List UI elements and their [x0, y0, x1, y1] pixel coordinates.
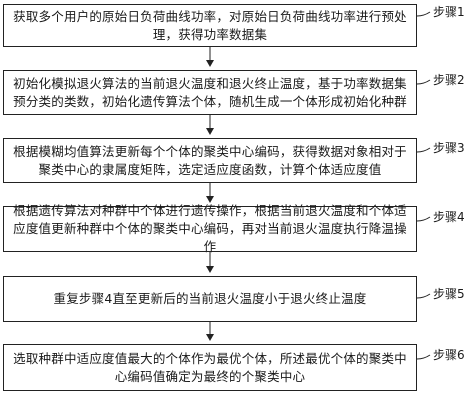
step-label-5: 步骤5	[433, 287, 465, 301]
step-label-3: 步骤3	[433, 141, 465, 155]
step-text-3: 根据模糊均值算法更新每个个体的聚类中心编码，获得数据对象相对于聚类中心的隶属度矩…	[13, 143, 407, 177]
step-label-6: 步骤6	[433, 348, 465, 362]
leader-2	[416, 79, 431, 85]
step-box-1: 获取多个用户的原始日负荷曲线功率，对原始日负荷曲线功率进行预处理，获得功率数据集	[3, 4, 417, 47]
leader-5	[416, 293, 431, 299]
step-text-4: 根据遗传算法对种群中个体进行遗传操作，根据当前退火温度和个体适应度值更新种群中个…	[13, 203, 407, 254]
step-box-3: 根据模糊均值算法更新每个个体的聚类中心编码，获得数据对象相对于聚类中心的隶属度矩…	[3, 138, 417, 183]
step-text-2: 初始化模拟退火算法的当前退火温度和退火终止温度，基于功率数据集预分类的类数，初始…	[13, 75, 407, 109]
step-text-5: 重复步骤4直至更新后的当前退火温度小于退火终止温度	[53, 291, 367, 306]
step-text-6: 选取种群中适应度值最大的个体作为最优个体，所述最优个体的聚类中心编码值确定为最终…	[13, 350, 407, 384]
step-text-1: 获取多个用户的原始日负荷曲线功率，对原始日负荷曲线功率进行预处理，获得功率数据集	[13, 8, 407, 42]
step-box-6: 选取种群中适应度值最大的个体作为最优个体，所述最优个体的聚类中心编码值确定为最终…	[3, 344, 417, 391]
step-box-2: 初始化模拟退火算法的当前退火温度和退火终止温度，基于功率数据集预分类的类数，初始…	[3, 70, 417, 115]
leader-3	[416, 147, 431, 153]
step-label-1: 步骤1	[433, 5, 465, 19]
step-label-4: 步骤4	[433, 210, 465, 224]
step-box-5: 重复步骤4直至更新后的当前退火温度小于退火终止温度	[3, 276, 417, 322]
leader-1	[416, 11, 431, 17]
leader-6	[416, 354, 431, 360]
step-box-4: 根据遗传算法对种群中个体进行遗传操作，根据当前退火温度和个体适应度值更新种群中个…	[3, 203, 417, 254]
leader-4	[416, 216, 431, 222]
step-label-2: 步骤2	[433, 73, 465, 87]
